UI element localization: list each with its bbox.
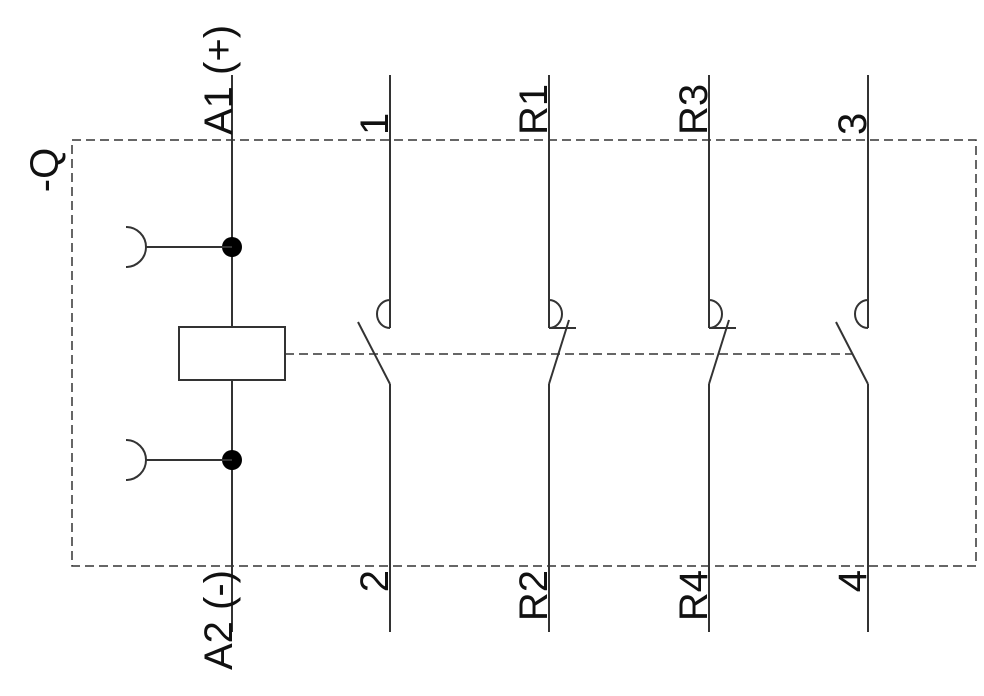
contact-blade xyxy=(835,321,869,385)
device-enclosure xyxy=(71,139,977,567)
contact-nc-r3-r4: R3 R4 xyxy=(672,75,736,632)
terminal-label: 4 xyxy=(831,570,875,592)
terminal-label: R4 xyxy=(672,570,716,621)
terminal-label: R3 xyxy=(672,84,716,135)
contact-no-1-2: 1 2 xyxy=(353,75,397,632)
terminal-label: 3 xyxy=(831,113,875,135)
contact-no-3-4: 3 4 xyxy=(831,75,875,632)
terminal-label: 1 xyxy=(353,113,397,135)
contact-nc-r1-r2: R1 R2 xyxy=(512,75,576,632)
terminal-label: R2 xyxy=(512,570,556,621)
contact-limit-arc xyxy=(548,299,563,329)
device-label: -Q xyxy=(23,148,67,192)
contact-blade xyxy=(708,319,730,385)
terminal-label: 2 xyxy=(353,570,397,592)
contact-blade xyxy=(357,321,391,385)
contact-limit-arc xyxy=(854,299,869,329)
terminal-label-a1: A1 (+) xyxy=(197,25,241,135)
terminal-label-a2: A2 (-) xyxy=(197,570,241,670)
coil-symbol xyxy=(178,326,286,381)
coil-branch: A1 (+) A2 (-) xyxy=(125,25,286,670)
terminal-label: R1 xyxy=(512,84,556,135)
contact-limit-arc xyxy=(708,299,723,329)
socket-connector-icon xyxy=(125,439,147,481)
socket-connector-icon xyxy=(125,226,147,268)
contact-limit-arc xyxy=(376,299,391,329)
contact-blade xyxy=(548,319,570,385)
